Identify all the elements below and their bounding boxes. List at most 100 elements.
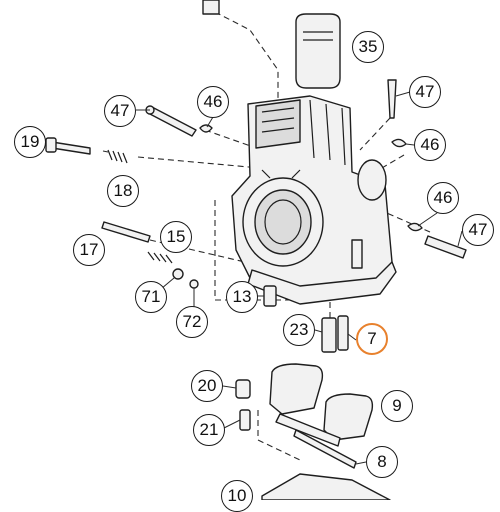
carburetor-exploded-diagram: 35 47 46 47 46 19 18 46 47 17 15 71 72 1… bbox=[14, 0, 494, 512]
callout-21[interactable]: 21 bbox=[193, 414, 225, 446]
callout-9[interactable]: 9 bbox=[381, 390, 413, 422]
idle-screw-shaft bbox=[51, 141, 91, 155]
callout-23-label: 23 bbox=[289, 320, 309, 339]
callout-71[interactable]: 71 bbox=[135, 281, 167, 313]
callout-46-lower-right-label: 46 bbox=[433, 188, 453, 207]
leader-47-right-top bbox=[395, 91, 411, 97]
slide-cover-top bbox=[202, 0, 341, 89]
pin-47-right-top bbox=[387, 79, 397, 119]
callout-46-right-label: 46 bbox=[420, 135, 440, 154]
callout-46-lower-right[interactable]: 46 bbox=[427, 182, 459, 214]
callout-20-label: 20 bbox=[197, 376, 217, 395]
callout-10[interactable]: 10 bbox=[221, 480, 253, 512]
needle-17-shape bbox=[101, 221, 151, 243]
callout-47-right-top[interactable]: 47 bbox=[409, 76, 441, 108]
callout-10-label: 10 bbox=[227, 486, 247, 505]
callout-8[interactable]: 8 bbox=[366, 446, 398, 478]
jet-13-shape bbox=[263, 285, 277, 307]
callout-46-top[interactable]: 46 bbox=[197, 86, 229, 118]
callout-19-label: 19 bbox=[20, 132, 40, 151]
leader-7 bbox=[347, 333, 357, 341]
ring-72 bbox=[189, 279, 199, 289]
idle-screw-19 bbox=[45, 137, 91, 155]
callout-13-label: 13 bbox=[232, 287, 252, 306]
callout-47-left[interactable]: 47 bbox=[104, 95, 136, 127]
pin-21 bbox=[239, 409, 251, 431]
diagram-drawing bbox=[45, 0, 467, 500]
carburetor-body bbox=[231, 95, 397, 305]
callout-15-label: 15 bbox=[166, 227, 186, 246]
jet-23-shape bbox=[321, 317, 337, 353]
assembly-line-top bbox=[214, 11, 279, 100]
callout-35-label: 35 bbox=[358, 37, 378, 56]
spring-18 bbox=[107, 149, 128, 164]
callout-71-label: 71 bbox=[141, 287, 161, 306]
callout-72[interactable]: 72 bbox=[176, 306, 208, 338]
assembly-line-pin-right bbox=[359, 117, 391, 151]
callout-23[interactable]: 23 bbox=[283, 314, 315, 346]
assembly-line-bottom bbox=[257, 410, 301, 461]
callout-7[interactable]: 7 bbox=[356, 323, 388, 355]
callout-46-top-label: 46 bbox=[203, 92, 223, 111]
leader-46-lower-right bbox=[417, 212, 438, 227]
jet-13 bbox=[263, 285, 277, 307]
callout-19[interactable]: 19 bbox=[14, 126, 46, 158]
float-pin-8 bbox=[293, 429, 357, 469]
leader-20 bbox=[222, 385, 237, 389]
callout-47-right-top-label: 47 bbox=[415, 82, 435, 101]
body-top-ridges bbox=[261, 107, 295, 133]
leader-8 bbox=[355, 461, 367, 465]
callout-8-label: 8 bbox=[377, 452, 387, 471]
body-top-chamber bbox=[255, 99, 301, 149]
body-outlet-ring bbox=[357, 159, 387, 201]
float-9 bbox=[269, 363, 374, 447]
callout-18[interactable]: 18 bbox=[107, 175, 139, 207]
callout-21-label: 21 bbox=[199, 420, 219, 439]
pin-47-left bbox=[145, 105, 197, 137]
ring-71 bbox=[172, 268, 184, 280]
needle-valve-20-shape bbox=[235, 379, 251, 399]
leader-23 bbox=[314, 329, 323, 333]
spring-coils bbox=[107, 149, 128, 164]
callout-17[interactable]: 17 bbox=[73, 234, 105, 266]
leader-18 bbox=[102, 150, 109, 153]
gasket-10-shape bbox=[261, 473, 391, 500]
leader-46-right bbox=[405, 143, 415, 146]
pin-47-right-bottom bbox=[424, 235, 467, 259]
idle-screw-head bbox=[45, 137, 57, 153]
pin-47-right-bottom-shape bbox=[424, 235, 467, 259]
throttle-slide-plate bbox=[295, 13, 341, 89]
callout-46-right[interactable]: 46 bbox=[414, 129, 446, 161]
callout-7-label: 7 bbox=[367, 329, 377, 348]
callout-13[interactable]: 13 bbox=[226, 281, 258, 313]
callout-9-label: 9 bbox=[392, 396, 402, 415]
float-9-right bbox=[323, 393, 374, 441]
float-pin-8-shape bbox=[293, 429, 357, 469]
callout-15[interactable]: 15 bbox=[160, 221, 192, 253]
callout-20[interactable]: 20 bbox=[191, 370, 223, 402]
float-9-left bbox=[269, 363, 324, 415]
body-vent-tubes bbox=[309, 99, 346, 166]
cap-fragment bbox=[202, 0, 220, 15]
oring-46-right bbox=[391, 138, 407, 148]
jet-7 bbox=[337, 315, 349, 351]
leader-47-right-bottom bbox=[457, 230, 463, 247]
leader-46-top bbox=[206, 116, 214, 128]
bore-screws bbox=[261, 169, 301, 179]
body-jet-well bbox=[351, 239, 363, 269]
spring-15 bbox=[147, 251, 173, 264]
callout-47-right-bottom[interactable]: 47 bbox=[462, 214, 494, 246]
leader-21 bbox=[223, 419, 241, 429]
jet-7-shape bbox=[337, 315, 349, 351]
jet-23 bbox=[321, 317, 337, 353]
callout-47-left-label: 47 bbox=[110, 101, 130, 120]
pin-21-shape bbox=[239, 409, 251, 431]
callout-17-label: 17 bbox=[79, 240, 99, 259]
pin-47-right-top-shape bbox=[387, 79, 397, 119]
float-9-bracket bbox=[275, 413, 341, 447]
callout-35[interactable]: 35 bbox=[352, 31, 384, 63]
slide-plate-ribs bbox=[303, 31, 333, 41]
spring-15-coils bbox=[147, 251, 173, 264]
body-bore-inner bbox=[264, 199, 302, 245]
assembly-line-jets bbox=[214, 200, 330, 301]
